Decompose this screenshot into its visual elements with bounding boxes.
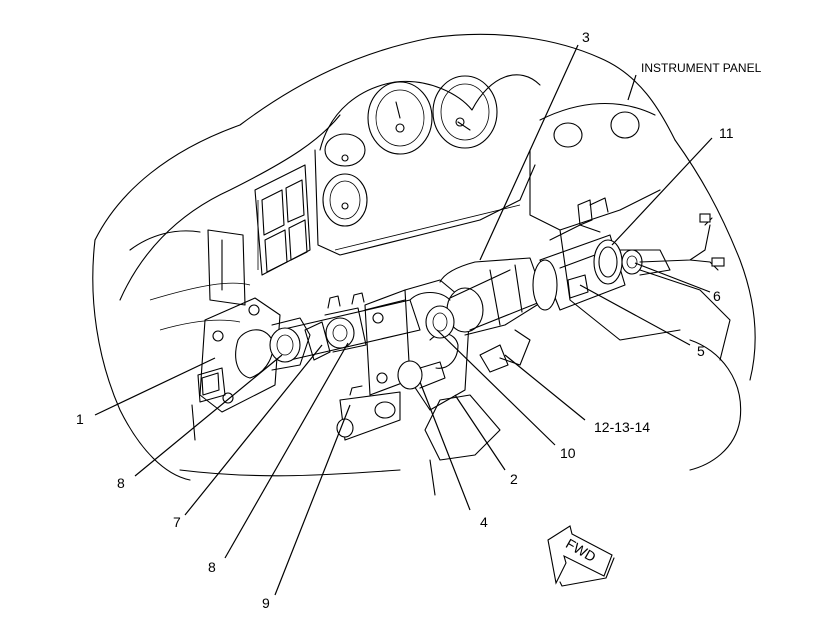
gauge-icon bbox=[610, 111, 640, 139]
callout-2: 2 bbox=[510, 471, 518, 487]
bolt-icon bbox=[222, 392, 234, 404]
switch-panel bbox=[254, 164, 311, 276]
column-bracket bbox=[336, 279, 501, 496]
gauge-icon bbox=[432, 75, 498, 149]
bolt-icon bbox=[372, 312, 384, 324]
connector-icon bbox=[711, 257, 725, 267]
callout-8-bottom: 8 bbox=[208, 559, 216, 575]
column-housing bbox=[409, 257, 546, 373]
callout-1: 1 bbox=[76, 411, 84, 427]
tilt-knob-icon bbox=[397, 360, 423, 390]
bolt-icon bbox=[376, 372, 388, 384]
callout-4: 4 bbox=[480, 514, 488, 530]
dashboard-outline bbox=[92, 33, 756, 481]
bolt-icon bbox=[248, 304, 260, 316]
gauge-icon bbox=[553, 122, 583, 148]
fwd-arrow: FWD bbox=[547, 525, 615, 587]
callout-7: 7 bbox=[173, 514, 181, 530]
gauge-icon bbox=[367, 81, 433, 155]
u-joint-icon bbox=[325, 317, 355, 349]
callout-9: 9 bbox=[262, 595, 270, 611]
callout-12-13-14: 12-13-14 bbox=[594, 419, 650, 435]
callout-3: 3 bbox=[582, 29, 590, 45]
gauge-cluster bbox=[314, 74, 640, 256]
bolt-icon bbox=[212, 330, 224, 342]
gauge-icon bbox=[324, 133, 366, 167]
callout-5: 5 bbox=[697, 343, 705, 359]
instrument-panel-label: INSTRUMENT PANEL bbox=[641, 61, 762, 75]
callout-11: 11 bbox=[719, 125, 734, 141]
connector-icon bbox=[699, 213, 711, 223]
u-joint-icon bbox=[269, 327, 301, 363]
callout-leaders bbox=[94, 44, 713, 596]
nut-icon bbox=[336, 418, 354, 438]
callout-10: 10 bbox=[560, 445, 576, 461]
steering-shaft bbox=[269, 292, 421, 371]
column-tube bbox=[532, 197, 725, 311]
callout-6: 6 bbox=[713, 288, 721, 304]
gauge-icon bbox=[322, 173, 368, 227]
left-mount-plate bbox=[191, 297, 281, 441]
callout-8-lower-left: 8 bbox=[117, 475, 125, 491]
